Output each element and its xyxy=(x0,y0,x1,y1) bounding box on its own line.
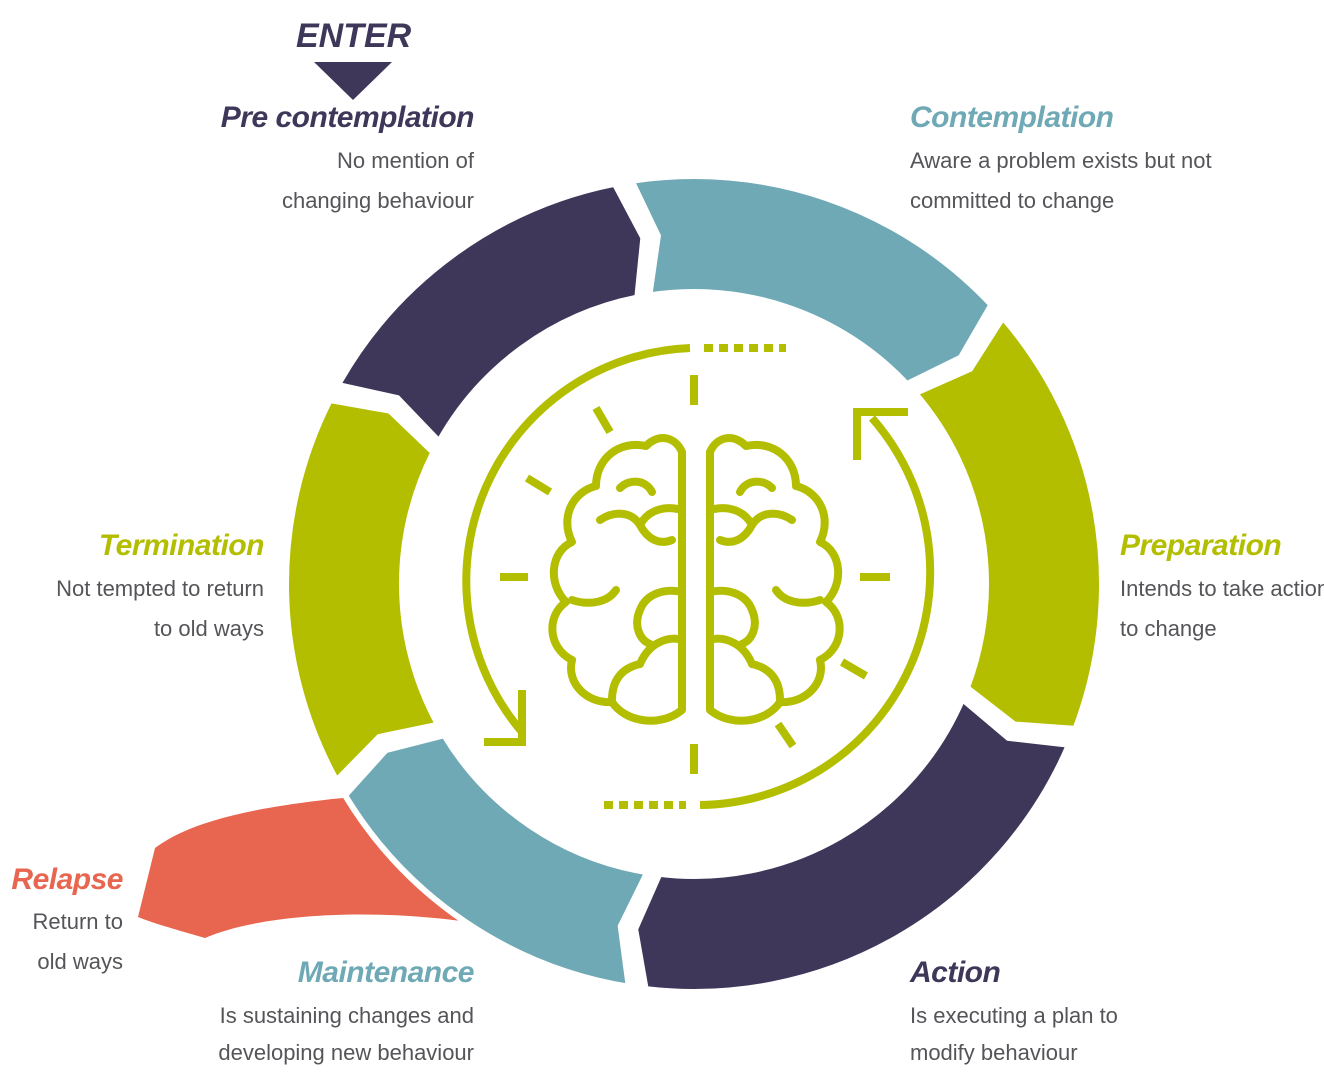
preparation-desc-line2: to change xyxy=(1120,616,1217,641)
action-desc-line2: modify behaviour xyxy=(910,1040,1078,1065)
termination-desc-line1: Not tempted to return xyxy=(56,576,264,601)
maintenance-title: Maintenance xyxy=(297,956,475,989)
preparation-desc-line1: Intends to take action xyxy=(1120,576,1324,601)
precontemplation-desc-line1: No mention of xyxy=(337,148,474,173)
ring-segment-contemplation xyxy=(627,173,996,388)
brain-icon xyxy=(548,438,839,721)
relapse-arrow xyxy=(138,797,505,938)
precontemplation-title: Pre contemplation xyxy=(220,101,475,134)
ring-segment-termination xyxy=(283,396,443,786)
enter-label: ENTER xyxy=(296,17,412,55)
ring-segment-preparation xyxy=(910,312,1105,733)
relapse-desc-line2: old ways xyxy=(37,949,123,974)
ring-segment-precontemplation xyxy=(333,180,647,447)
rays xyxy=(500,375,890,774)
action-title: Action xyxy=(910,956,1001,989)
contemplation-desc-line1: Aware a problem exists but not xyxy=(910,148,1212,173)
ring-segment-action xyxy=(632,694,1074,995)
preparation-title: Preparation xyxy=(1120,529,1282,562)
contemplation-desc-line2: committed to change xyxy=(910,188,1115,213)
ring-segment-maintenance xyxy=(341,731,652,991)
precontemplation-desc-line2: changing behaviour xyxy=(281,188,474,213)
relapse-desc-line1: Return to xyxy=(32,909,124,934)
action-desc-line1: Is executing a plan to xyxy=(910,1003,1118,1028)
maintenance-desc-line2: developing new behaviour xyxy=(218,1040,474,1065)
contemplation-title: Contemplation xyxy=(910,101,1114,134)
relapse-title: Relapse xyxy=(11,863,123,896)
termination-desc-line2: to old ways xyxy=(153,616,264,641)
enter-arrow-icon xyxy=(314,62,392,100)
maintenance-desc-line1: Is sustaining changes and xyxy=(219,1003,474,1028)
cycle-ring xyxy=(283,173,1105,995)
refresh-arrow-icon xyxy=(462,344,935,809)
termination-title: Termination xyxy=(98,529,265,562)
